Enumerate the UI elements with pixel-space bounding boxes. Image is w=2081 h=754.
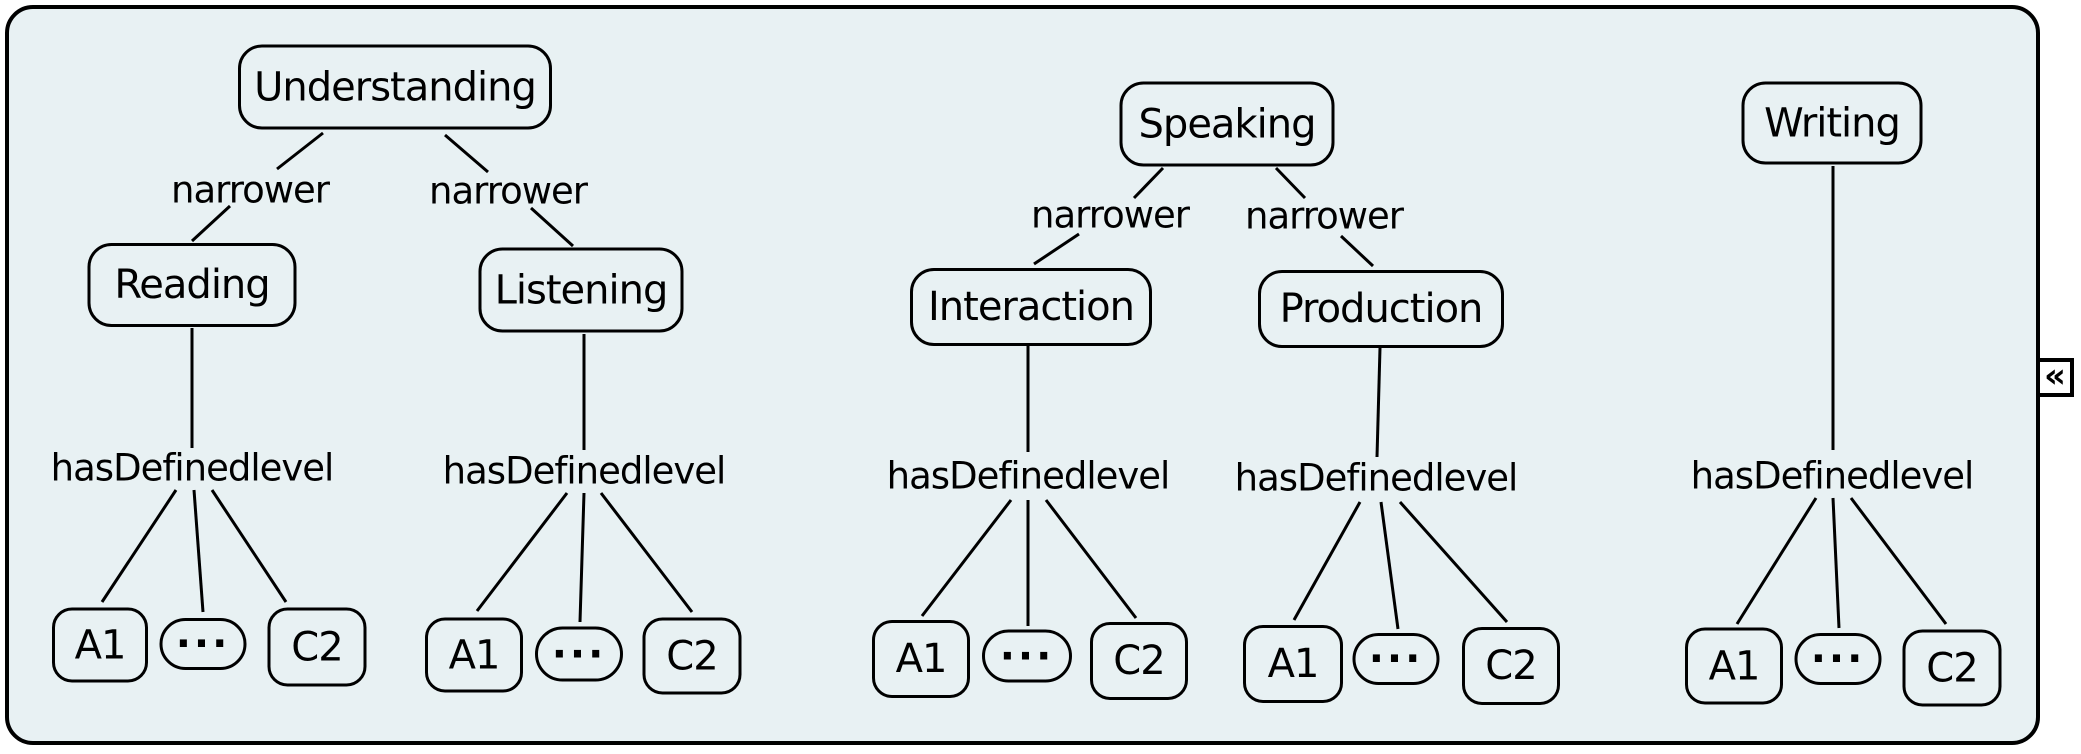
node-interaction[interactable]: Interaction [910, 268, 1152, 346]
leaf-node-a1[interactable]: A1 [425, 617, 523, 693]
edge-line [1735, 497, 1818, 625]
leaf-node-ellipsis[interactable]: ··· [1352, 633, 1440, 685]
edge-line [599, 492, 694, 613]
edge-line [1398, 501, 1509, 623]
edge-line [578, 492, 586, 623]
leaf-node-a1[interactable]: A1 [872, 620, 970, 698]
edge-label-narrower: narrower [1245, 194, 1404, 238]
edge-label-has-defined-level: hasDefinedlevel [442, 449, 727, 493]
node-speaking[interactable]: Speaking [1119, 81, 1335, 167]
leaf-node-c2[interactable]: C2 [642, 617, 742, 695]
leaf-node-ellipsis[interactable]: ··· [535, 626, 623, 682]
leaf-node-a1[interactable]: A1 [1243, 625, 1343, 703]
edge-line [1379, 501, 1400, 630]
edge-line [1375, 347, 1382, 458]
node-reading[interactable]: Reading [87, 243, 297, 327]
edge-label-narrower: narrower [171, 168, 330, 212]
node-listening[interactable]: Listening [478, 247, 684, 333]
edge-line [529, 206, 575, 248]
collapse-chevrons-icon: « [2044, 355, 2066, 396]
edge-line [444, 133, 489, 174]
edge-line [1831, 497, 1841, 629]
edge-line [1849, 497, 1948, 625]
node-production[interactable]: Production [1258, 270, 1504, 348]
leaf-node-ellipsis[interactable]: ··· [159, 618, 247, 670]
edge-line [100, 489, 178, 603]
edge-line [1132, 166, 1165, 200]
leaf-node-c2[interactable]: C2 [1902, 629, 2002, 707]
edge-line [1292, 501, 1362, 621]
edge-line [475, 492, 569, 612]
edge-line [1339, 234, 1375, 268]
node-writing[interactable]: Writing [1741, 81, 1923, 165]
edge-line [190, 204, 232, 243]
leaf-node-c2[interactable]: C2 [1462, 627, 1560, 705]
edge-label-has-defined-level: hasDefinedlevel [50, 446, 335, 490]
edge-line [920, 499, 1013, 617]
edge-line [1033, 232, 1080, 266]
edge-line [192, 489, 205, 613]
edge-line [210, 489, 288, 603]
leaf-node-ellipsis[interactable]: ··· [982, 629, 1072, 683]
edge-label-narrower: narrower [1031, 193, 1190, 237]
leaf-node-c2[interactable]: C2 [267, 607, 367, 687]
leaf-node-a1[interactable]: A1 [52, 607, 148, 683]
edge-label-narrower: narrower [429, 169, 588, 213]
leaf-node-a1[interactable]: A1 [1685, 627, 1783, 705]
edge-label-has-defined-level: hasDefinedlevel [1234, 456, 1519, 500]
leaf-node-ellipsis[interactable]: ··· [1794, 633, 1882, 685]
edge-line [1274, 166, 1307, 200]
collapse-panel-button[interactable]: « [2036, 358, 2074, 397]
node-understanding[interactable]: Understanding [238, 44, 552, 130]
edge-line [1044, 499, 1138, 619]
leaf-node-c2[interactable]: C2 [1090, 622, 1188, 700]
edge-label-has-defined-level: hasDefinedlevel [886, 454, 1171, 498]
edge-label-has-defined-level: hasDefinedlevel [1690, 454, 1975, 498]
edge-line [276, 131, 324, 171]
